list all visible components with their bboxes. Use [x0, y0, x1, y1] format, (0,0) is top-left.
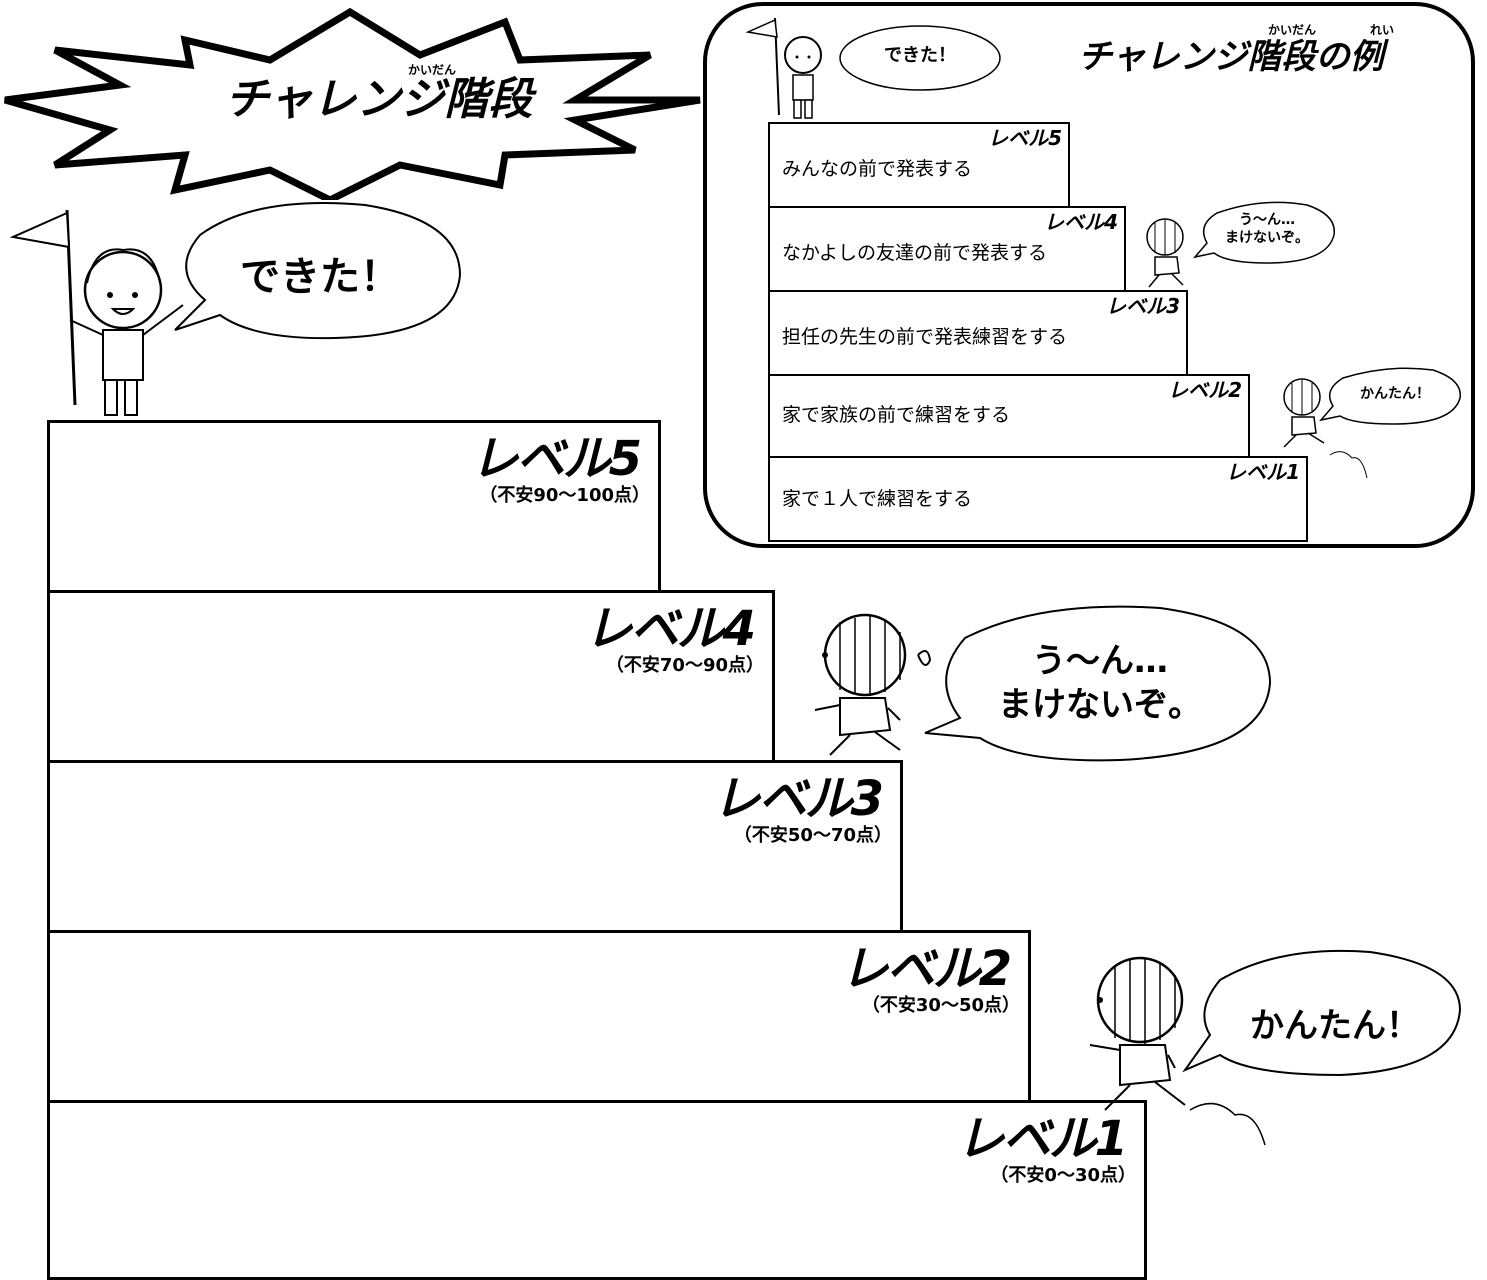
child-thinking-illustration: [814, 613, 932, 756]
example-ruby-kaidan: かいだん: [1268, 23, 1317, 37]
example-child-running-illustration: [1283, 378, 1368, 479]
title-starburst: [4, 7, 701, 200]
example-level-label: レベル1: [1226, 460, 1300, 484]
speech-bubble-top: [174, 202, 462, 340]
anxiety-range: （不安70～90点）: [605, 655, 764, 676]
title-ruby: かいだん: [408, 63, 457, 77]
level-label: レベル2: [840, 941, 1012, 997]
example-level-label: レベル4: [1044, 210, 1118, 234]
level-label: レベル4: [584, 601, 756, 657]
example-step-text: みんなの前で発表する: [782, 158, 973, 180]
example-bubble-text-middle-1: う～ん…: [1239, 212, 1295, 228]
level-label: レベル5: [470, 431, 642, 487]
example-bubble-text-bottom: かんたん！: [1360, 386, 1430, 402]
example-ruby-rei: れい: [1370, 23, 1395, 37]
speech-bubble-middle: [924, 605, 1272, 762]
anxiety-range: （不安0～30点）: [990, 1165, 1136, 1186]
child-with-flag-illustration: [9, 209, 184, 416]
level-label: レベル1: [956, 1111, 1128, 1167]
example-level-label: レベル3: [1106, 294, 1180, 318]
stair-level-2: レベル2 （不安30～50点）: [47, 930, 1031, 1104]
speech-bubble-bottom: [1182, 949, 1462, 1077]
bubble-text-bottom: かんたん！: [1250, 1006, 1420, 1046]
example-step-text: 担任の先生の前で発表練習をする: [782, 326, 1068, 348]
bubble-text-middle-2: まけないぞ。: [998, 685, 1202, 725]
example-step-text: 家で家族の前で練習をする: [782, 404, 1011, 426]
bubble-text-middle-1: う～ん…: [1032, 641, 1168, 681]
example-step-4: レベル4 なかよしの友達の前で発表する: [768, 206, 1126, 292]
example-step-1: レベル1 家で１人で練習をする: [768, 456, 1308, 542]
example-step-2: レベル2 家で家族の前で練習をする: [768, 374, 1250, 460]
example-speech-bubble-middle: [1192, 201, 1335, 264]
example-step-3: レベル3 担任の先生の前で発表練習をする: [768, 290, 1188, 376]
level-label: レベル3: [712, 771, 884, 827]
stair-level-4: レベル4 （不安70～90点）: [47, 590, 775, 764]
anxiety-range: （不安30～50点）: [861, 995, 1020, 1016]
example-child-with-flag-illustration: [745, 17, 822, 119]
stair-level-1: レベル1 （不安0～30点）: [47, 1100, 1147, 1280]
example-child-thinking-illustration: [1146, 218, 1184, 288]
example-level-label: レベル5: [988, 126, 1062, 150]
example-title: チャレンジ階段の例: [1078, 37, 1384, 77]
example-step-5: レベル5 みんなの前で発表する: [768, 122, 1070, 208]
example-level-label: レベル2: [1168, 378, 1242, 402]
anxiety-range: （不安50～70点）: [733, 825, 892, 846]
anxiety-range: （不安90～100点）: [479, 485, 650, 506]
child-running-illustration: [1089, 956, 1266, 1146]
bubble-text-top: できた！: [240, 254, 400, 300]
example-speech-bubble-top: [839, 25, 1001, 91]
example-step-text: 家で１人で練習をする: [782, 488, 973, 510]
stair-level-3: レベル3 （不安50～70点）: [47, 760, 903, 934]
stair-level-5: レベル5 （不安90～100点）: [47, 420, 661, 594]
example-bubble-text-middle-2: まけないぞ。: [1225, 230, 1309, 246]
example-bubble-text-top: できた！: [884, 45, 956, 66]
page-title: チャレンジ階段: [225, 74, 533, 125]
example-speech-bubble-bottom: [1318, 367, 1461, 425]
example-step-text: なかよしの友達の前で発表する: [782, 242, 1048, 264]
